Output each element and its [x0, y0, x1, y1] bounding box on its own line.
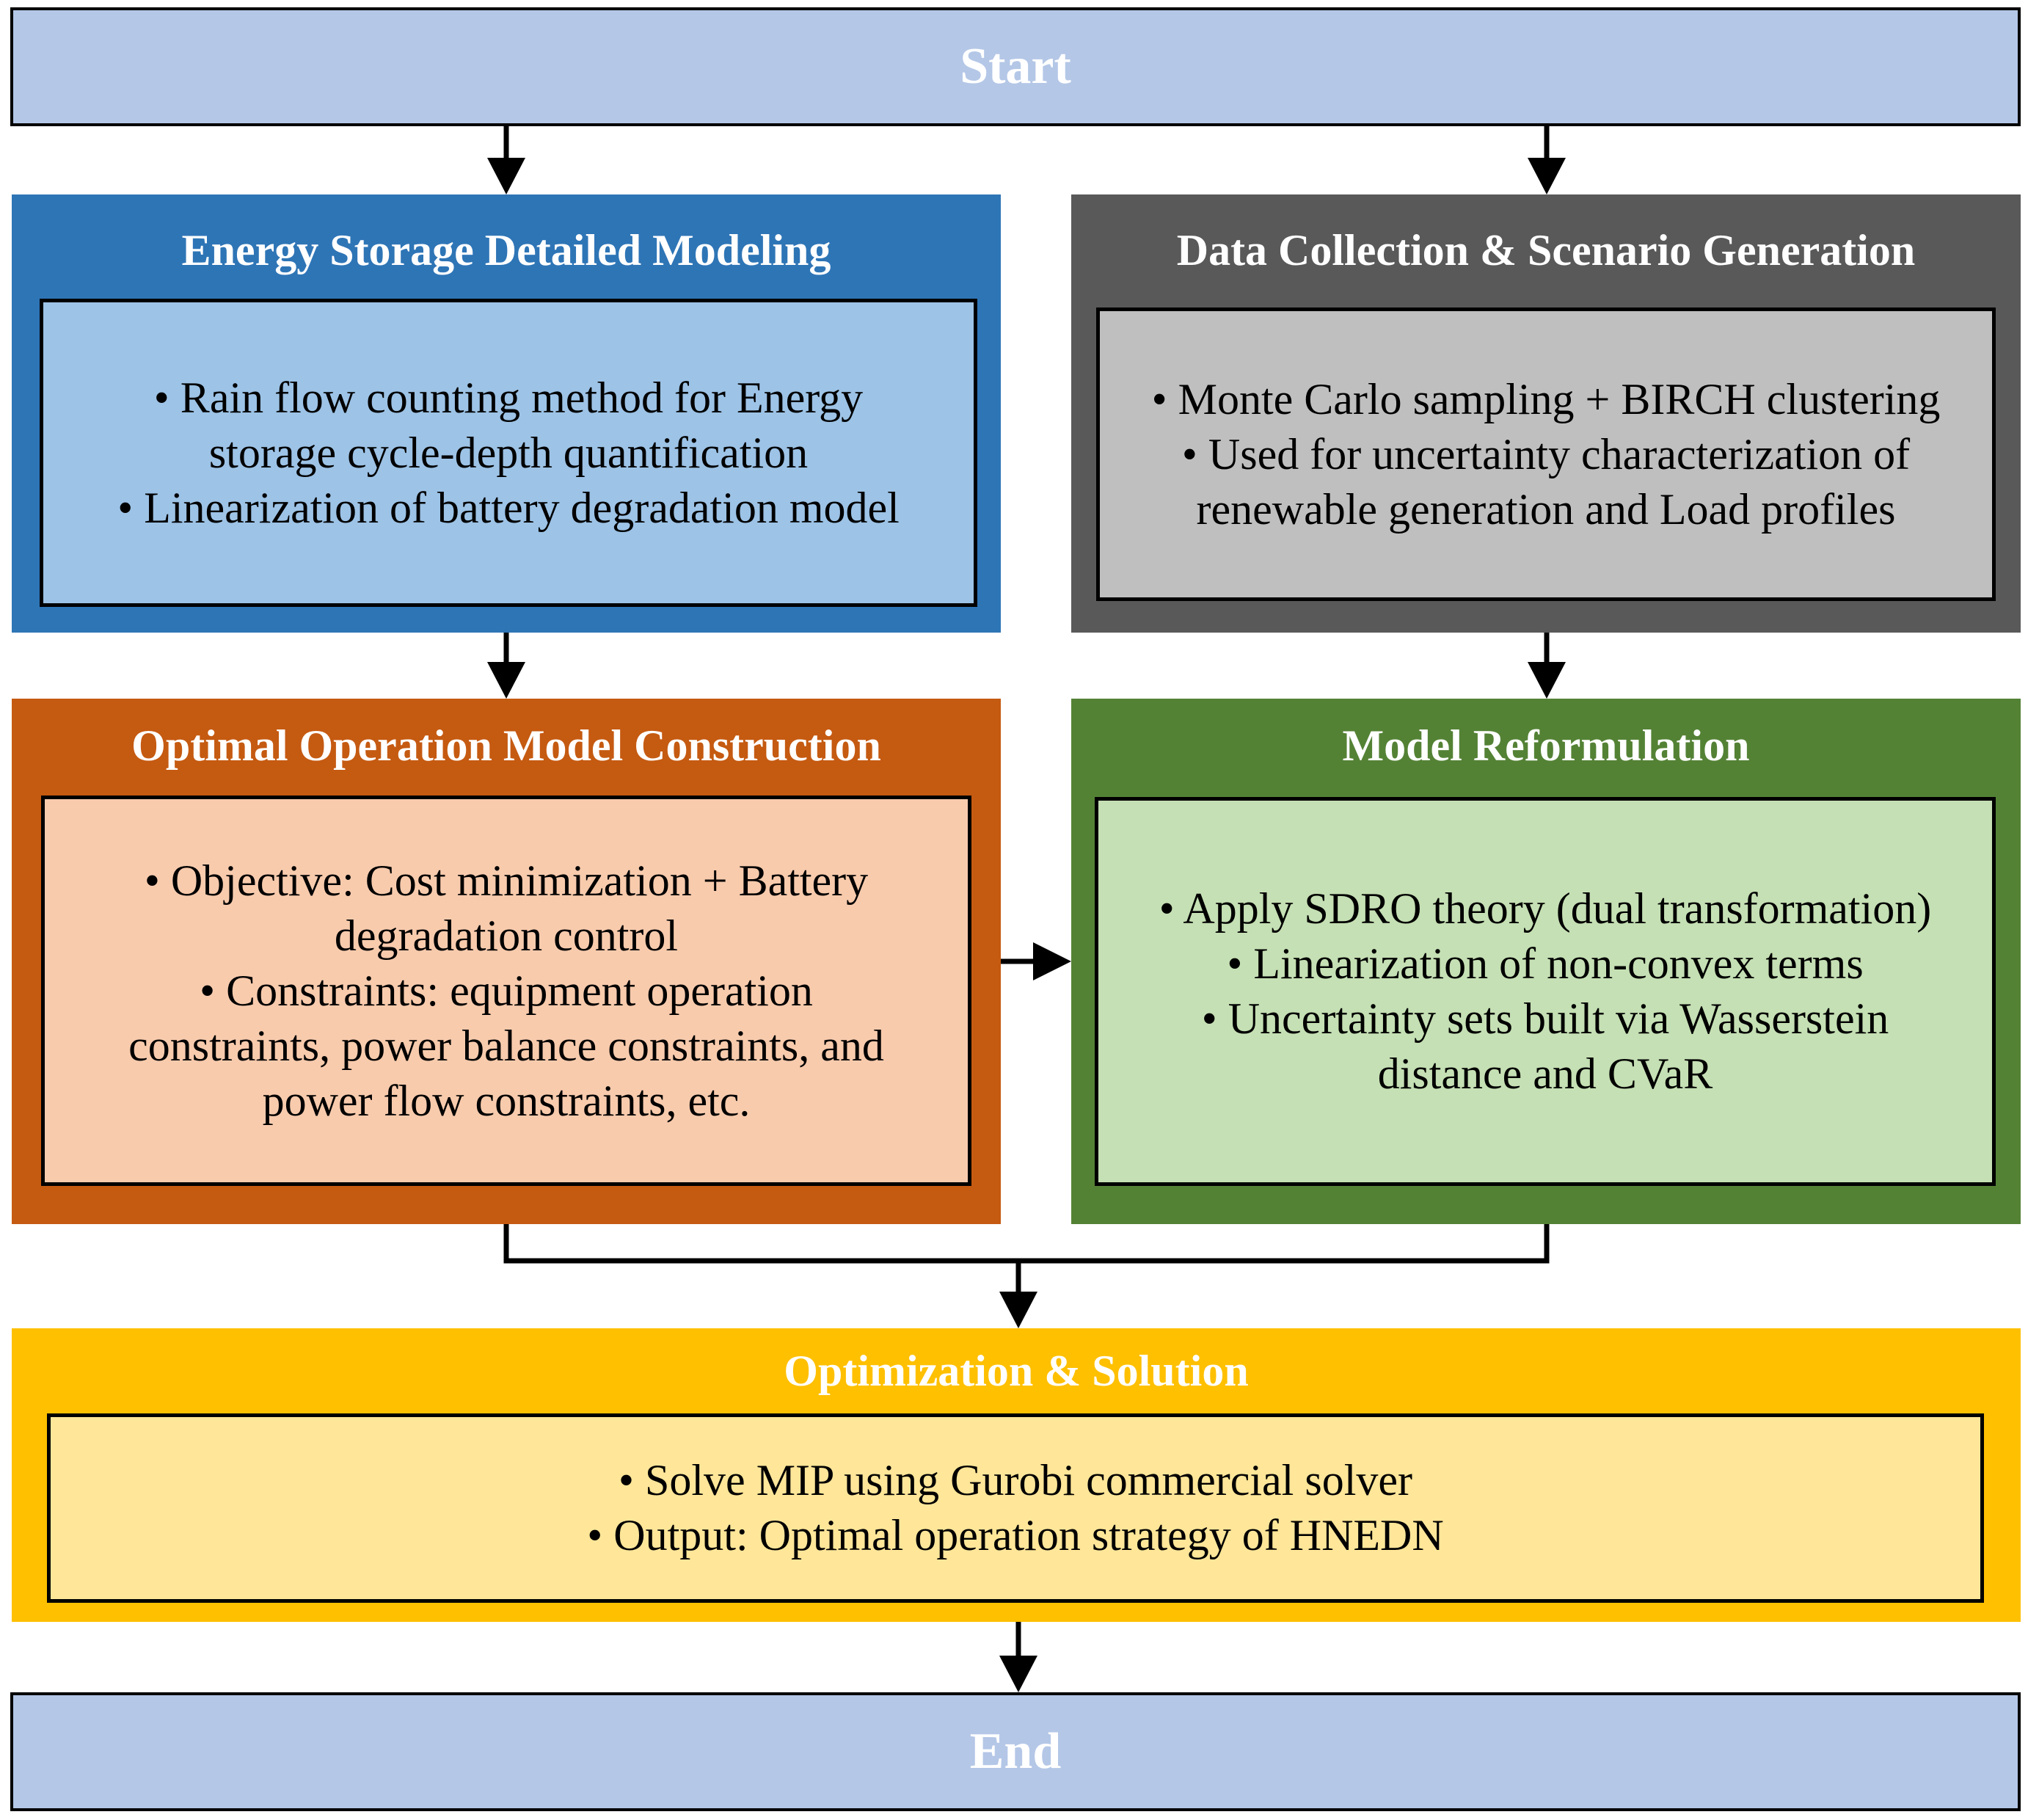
arrowhead-optimal	[487, 662, 525, 699]
optimization-solution-line: • Solve MIP using Gurobi commercial solv…	[619, 1456, 1412, 1504]
arrowhead-right	[1033, 942, 1071, 980]
optimal-operation-line: • Constraints: equipment operation	[200, 966, 813, 1015]
energy-storage-line: • Rain flow counting method for Energy	[153, 373, 864, 422]
model-reformulation-line: • Uncertainty sets built via Wasserstein	[1201, 994, 1889, 1043]
optimal-operation-line: constraints, power balance constraints, …	[128, 1021, 884, 1070]
optimal-operation-line: • Objective: Cost minimization + Battery	[144, 856, 869, 905]
optimization-solution-title: Optimization & Solution	[784, 1347, 1249, 1395]
end-label: End	[969, 1723, 1062, 1780]
data-collection-content: • Monte Carlo sampling + BIRCH clusterin…	[1096, 307, 1996, 601]
model-reformulation-line: • Apply SDRO theory (dual transformation…	[1159, 884, 1932, 933]
optimal-operation-panel: Optimal Operation Model Construction • O…	[12, 699, 1001, 1224]
energy-storage-title: Energy Storage Detailed Modeling	[181, 226, 831, 274]
arrowhead-data	[1528, 158, 1566, 194]
data-collection-line: • Used for uncertainty characterization …	[1181, 429, 1911, 478]
arrowhead-reformulation	[1528, 662, 1566, 699]
connector-merge	[503, 1224, 1550, 1264]
arrowhead-end	[999, 1656, 1037, 1692]
optimal-operation-line: power flow constraints, etc.	[262, 1076, 751, 1125]
optimal-operation-content: • Objective: Cost minimization + Battery…	[41, 796, 971, 1186]
energy-storage-content: • Rain flow counting method for Energy s…	[40, 299, 977, 607]
model-reformulation-panel: Model Reformulation • Apply SDRO theory …	[1071, 699, 2021, 1224]
arrowhead-optimization	[999, 1292, 1037, 1328]
optimization-solution-panel: Optimization & Solution • Solve MIP usin…	[12, 1328, 2021, 1622]
model-reformulation-line: distance and CVaR	[1377, 1049, 1713, 1098]
optimization-solution-line: • Output: Optimal operation strategy of …	[587, 1511, 1444, 1559]
data-collection-panel: Data Collection & Scenario Generation • …	[1071, 194, 2021, 633]
optimal-operation-line: degradation control	[334, 911, 679, 960]
data-collection-line: renewable generation and Load profiles	[1196, 484, 1896, 534]
model-reformulation-title: Model Reformulation	[1342, 721, 1750, 770]
energy-storage-panel: Energy Storage Detailed Modeling • Rain …	[12, 194, 1001, 633]
start-label: Start	[960, 38, 1071, 95]
energy-storage-line: storage cycle-depth quantification	[208, 428, 809, 477]
data-collection-title: Data Collection & Scenario Generation	[1176, 226, 1916, 274]
data-collection-line: • Monte Carlo sampling + BIRCH clusterin…	[1151, 374, 1941, 423]
model-reformulation-line: • Linearization of non-convex terms	[1227, 939, 1864, 988]
optimal-operation-title: Optimal Operation Model Construction	[131, 721, 881, 770]
end-terminal: End	[10, 1692, 2021, 1811]
energy-storage-line: • Linearization of battery degradation m…	[117, 483, 900, 532]
arrowhead-energy	[487, 158, 525, 194]
start-terminal: Start	[10, 7, 2021, 126]
model-reformulation-content: • Apply SDRO theory (dual transformation…	[1095, 797, 1996, 1186]
optimization-solution-content: • Solve MIP using Gurobi commercial solv…	[47, 1413, 1984, 1603]
